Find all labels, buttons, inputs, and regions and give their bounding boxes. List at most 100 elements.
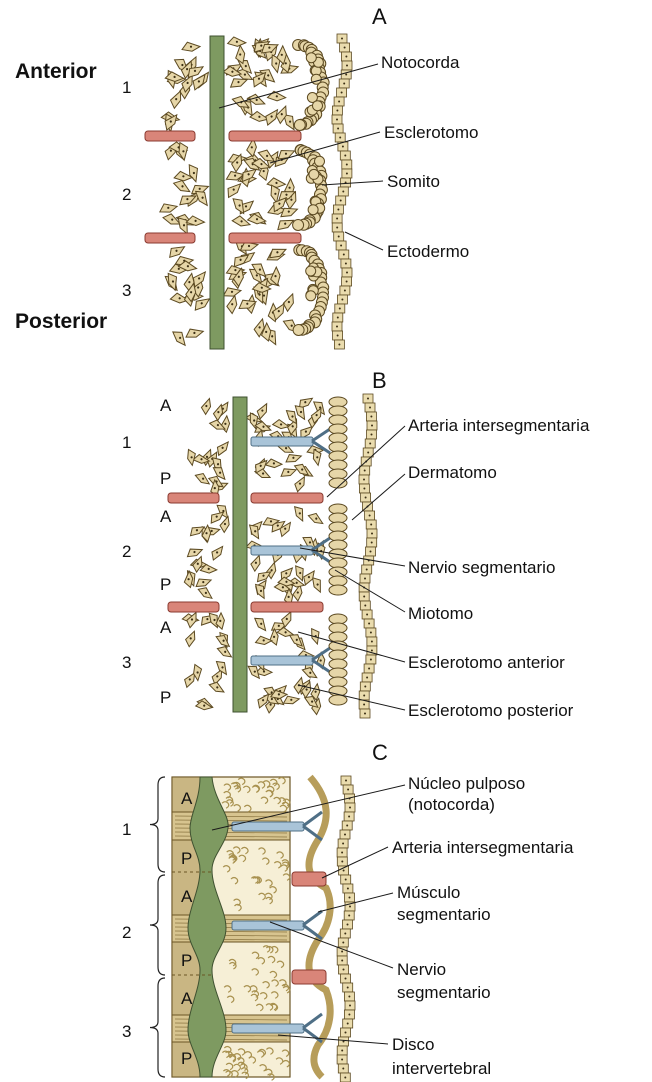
mesenchyme-cell: [249, 554, 263, 572]
somite-cell: [315, 156, 325, 166]
somite-cell: [306, 53, 316, 63]
nucleus-label-line2: (notocorda): [408, 795, 495, 814]
mesenchyme-cell: [159, 202, 178, 214]
half-label-a: A: [181, 789, 193, 808]
segment-number-1: 1: [122, 78, 131, 97]
nerve-label: Nervio segmentario: [408, 558, 555, 577]
mesenchyme-cell: [220, 415, 231, 432]
mesenchyme-cell: [224, 180, 244, 198]
segment-number-2: 2: [122, 542, 131, 561]
half-label-p: P: [181, 951, 192, 970]
panel-b: B A P A P A P 1 2 3 Arteria intersegment…: [122, 368, 590, 720]
intersegmental-artery: [251, 493, 323, 503]
segment-number-3: 3: [122, 653, 131, 672]
somite-cell: [293, 220, 304, 231]
sclerotome-posterior-label: Esclerotomo posterior: [408, 701, 574, 720]
mesenchyme-cell: [178, 142, 189, 161]
mesenchyme-cell: [194, 576, 212, 588]
disc-label-line2: intervertebral: [392, 1059, 491, 1078]
intersegmental-artery: [145, 233, 195, 243]
mesenchyme-cell: [307, 510, 325, 526]
segment-brace: [150, 978, 165, 1077]
somite-cell: [293, 325, 304, 336]
intersegmental-artery: [229, 131, 301, 141]
segment-number-1: 1: [122, 820, 131, 839]
half-label-a: A: [181, 989, 193, 1008]
ectoderm: [337, 776, 355, 1082]
myotome-label: Miotomo: [408, 604, 473, 623]
mesenchyme-cell: [292, 475, 308, 493]
mesenchyme-cell: [182, 42, 200, 51]
somite-cell: [311, 74, 321, 84]
somite-cell: [306, 291, 316, 301]
somite-cell: [306, 266, 316, 276]
half-label-a: A: [160, 618, 172, 637]
somite-cell: [308, 205, 318, 215]
disc-label-line1: Disco: [392, 1035, 435, 1054]
intersegmental-artery: [292, 872, 326, 886]
dermomyotome-cell: [329, 585, 347, 595]
segmental-nerve: [232, 822, 304, 831]
mesenchyme-cell: [209, 544, 226, 561]
mesenchyme-cell: [279, 466, 297, 478]
sclerotome-anterior-label: Esclerotomo anterior: [408, 653, 565, 672]
intersegmental-artery: [145, 131, 195, 141]
panel-b-letter: B: [372, 368, 387, 393]
panel-a-letter: A: [372, 4, 387, 29]
notochord: [233, 397, 247, 712]
segmental-nerve: [251, 656, 313, 665]
half-label-p: P: [160, 469, 171, 488]
mesenchyme-cells: [159, 35, 302, 348]
segment-braces: [150, 777, 165, 1077]
dermomyotome-cell: [329, 695, 347, 705]
ectoderm: [332, 34, 352, 349]
mesenchyme-cell: [232, 214, 252, 229]
half-label-a: A: [160, 396, 172, 415]
mesenchyme-cell: [193, 664, 202, 680]
dermatome-label: Dermatomo: [408, 463, 497, 482]
leader-line: [322, 847, 388, 878]
panel-c-letter: C: [372, 740, 388, 765]
segment-number-1: 1: [122, 433, 131, 452]
somite-cell: [309, 169, 319, 179]
mesenchyme-cell: [173, 177, 193, 195]
mesenchyme-cell: [267, 177, 286, 189]
muscle-label-line1: Músculo: [397, 883, 460, 902]
mesenchyme-cell: [185, 327, 204, 339]
segmental-nerve: [232, 921, 304, 930]
nucleus-pulposus: [188, 777, 228, 1077]
segmental-nerve: [251, 546, 313, 555]
half-label-p: P: [160, 688, 171, 707]
ectoderm-label: Ectodermo: [387, 242, 469, 261]
nerve-label-line2: segmentario: [397, 983, 491, 1002]
notochord: [210, 36, 224, 349]
mesenchyme-cell: [293, 504, 306, 522]
segment-number-3: 3: [122, 281, 131, 300]
segment-number-2: 2: [122, 923, 131, 942]
mesenchyme-cell: [270, 629, 278, 645]
mesenchyme-cell: [283, 695, 300, 705]
mesenchyme-cell: [166, 243, 186, 259]
leader-line: [345, 232, 383, 250]
mesenchyme-cell: [166, 272, 179, 292]
mesenchyme-cell: [227, 36, 246, 47]
mesenchyme-cell: [183, 629, 198, 647]
intersegmental-artery: [229, 233, 301, 243]
notochord-label: Notocorda: [381, 53, 460, 72]
nucleus-pulposus: [188, 777, 228, 1077]
mesenchyme-cell: [187, 163, 200, 183]
segmental-nerve: [251, 437, 313, 446]
nerve-label-line1: Nervio: [397, 960, 446, 979]
segment-brace: [150, 777, 165, 872]
nucleus-label-line1: Núcleo pulposo: [408, 774, 525, 793]
leader-line: [300, 548, 405, 566]
mesenchyme-cell: [236, 46, 245, 64]
somites: [293, 40, 330, 336]
intersegmental-artery: [292, 970, 326, 984]
half-label-p: P: [181, 1049, 192, 1068]
mesenchyme-cell: [285, 452, 303, 464]
muscle-label-line2: segmentario: [397, 905, 491, 924]
mesenchyme-cell: [187, 449, 196, 466]
sclerotome-label: Esclerotomo: [384, 123, 478, 142]
